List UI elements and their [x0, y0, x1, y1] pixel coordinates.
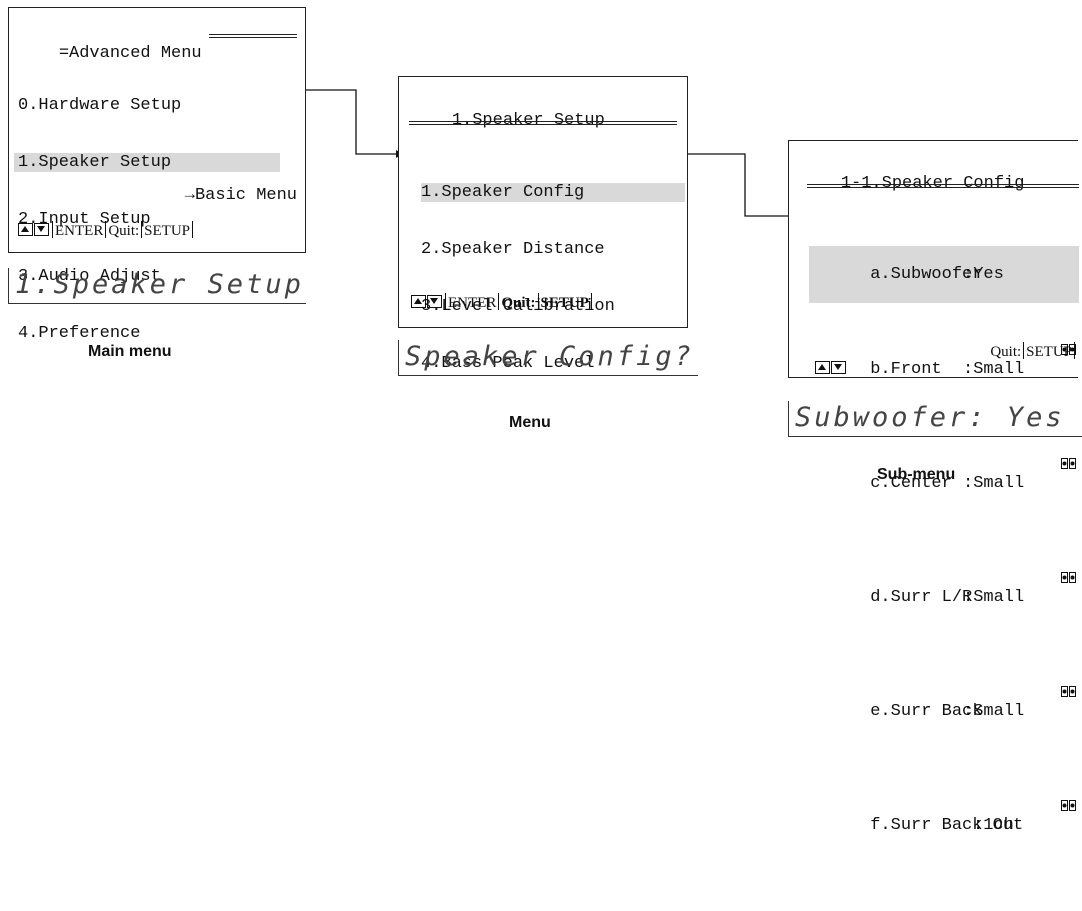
sub-menu-screen: 1-1.Speaker Config a.Subwoofer:Yes b.Fro… [788, 140, 1079, 835]
menu-item-hardware-setup[interactable]: 0.Hardware Setup [18, 96, 182, 115]
menu-screen: 1.Speaker Setup 1.Speaker Config 2.Speak… [398, 76, 688, 373]
sub-menu-title-rule [807, 184, 1079, 188]
up-arrow-key-icon [18, 223, 33, 236]
menu-item-preference[interactable]: 4.Preference [18, 324, 141, 343]
enter-key-label: ENTER [448, 295, 497, 311]
sub-menu-item-front[interactable]: b.Front:Small [809, 341, 1079, 417]
menu-item-level-calibration[interactable]: 3.Level Calibration [421, 297, 615, 316]
main-menu-caption: Main menu [88, 343, 172, 360]
setup-key-label: SETUP [144, 223, 191, 239]
sub-menu-item-surr-lr[interactable]: d.Surr L/R:Small [809, 569, 1079, 645]
down-arrow-key-icon [34, 223, 49, 236]
menu-item-bass-peak-level[interactable]: 4.Bass Peak Level [421, 354, 595, 373]
menu-lcd-display: Speaker Config? [398, 340, 698, 376]
quit-label: Quit: [108, 223, 140, 239]
main-menu-screen: =Advanced Menu 0.Hardware Setup 1.Speake… [8, 7, 306, 343]
down-arrow-key-icon [427, 295, 442, 308]
up-arrow-key-icon [815, 361, 830, 374]
menu-item-input-setup[interactable]: 2.Input Setup [18, 210, 151, 229]
enter-key-label: ENTER [55, 223, 104, 239]
sub-menu-lcd-display: Subwoofer: Yes [788, 401, 1082, 437]
sub-menu-title: 1-1.Speaker Config [840, 174, 1025, 193]
sub-menu-item-subwoofer[interactable]: a.Subwoofer:Yes [809, 246, 1079, 303]
menu-item-speaker-distance[interactable]: 2.Speaker Distance [421, 240, 605, 259]
menu-caption: Menu [509, 414, 551, 431]
connector-menu-to-submenu [674, 151, 797, 220]
menu-item-audio-adjust[interactable]: 3.Audio Adjust [18, 267, 161, 286]
speaker-pair-icon [1061, 686, 1076, 697]
quit-label: Quit: [990, 344, 1022, 360]
speaker-pair-icon [1061, 344, 1076, 355]
sub-menu-footer: Quit:SETUP [800, 342, 1077, 414]
menu-title-rule [409, 121, 677, 125]
menu-item-speaker-setup[interactable]: 1.Speaker Setup [14, 153, 280, 172]
speaker-pair-icon [1061, 572, 1076, 583]
sub-menu-item-surr-back-out[interactable]: f.Surr Back Out:1ch [809, 797, 1079, 873]
up-arrow-key-icon [411, 295, 426, 308]
down-arrow-key-icon [831, 361, 846, 374]
setup-key-label: SETUP [1026, 344, 1072, 360]
basic-menu-link[interactable]: →Basic Menu [184, 186, 297, 205]
sub-menu-caption: Sub-menu [877, 466, 956, 483]
title-rule [209, 34, 297, 38]
menu-item-speaker-config[interactable]: 1.Speaker Config [421, 183, 685, 202]
quit-label: Quit: [501, 295, 536, 311]
main-menu-title: =Advanced Menu [58, 44, 202, 63]
sub-menu-item-surr-back[interactable]: e.Surr Back:Small [809, 683, 1079, 759]
speaker-pair-icon [1061, 458, 1076, 469]
setup-key-label: SETUP [540, 295, 589, 311]
menu-title: 1.Speaker Setup [451, 111, 605, 130]
speaker-pair-icon [1061, 800, 1076, 811]
main-menu-lcd-display: 1.Speaker Setup [8, 268, 306, 304]
